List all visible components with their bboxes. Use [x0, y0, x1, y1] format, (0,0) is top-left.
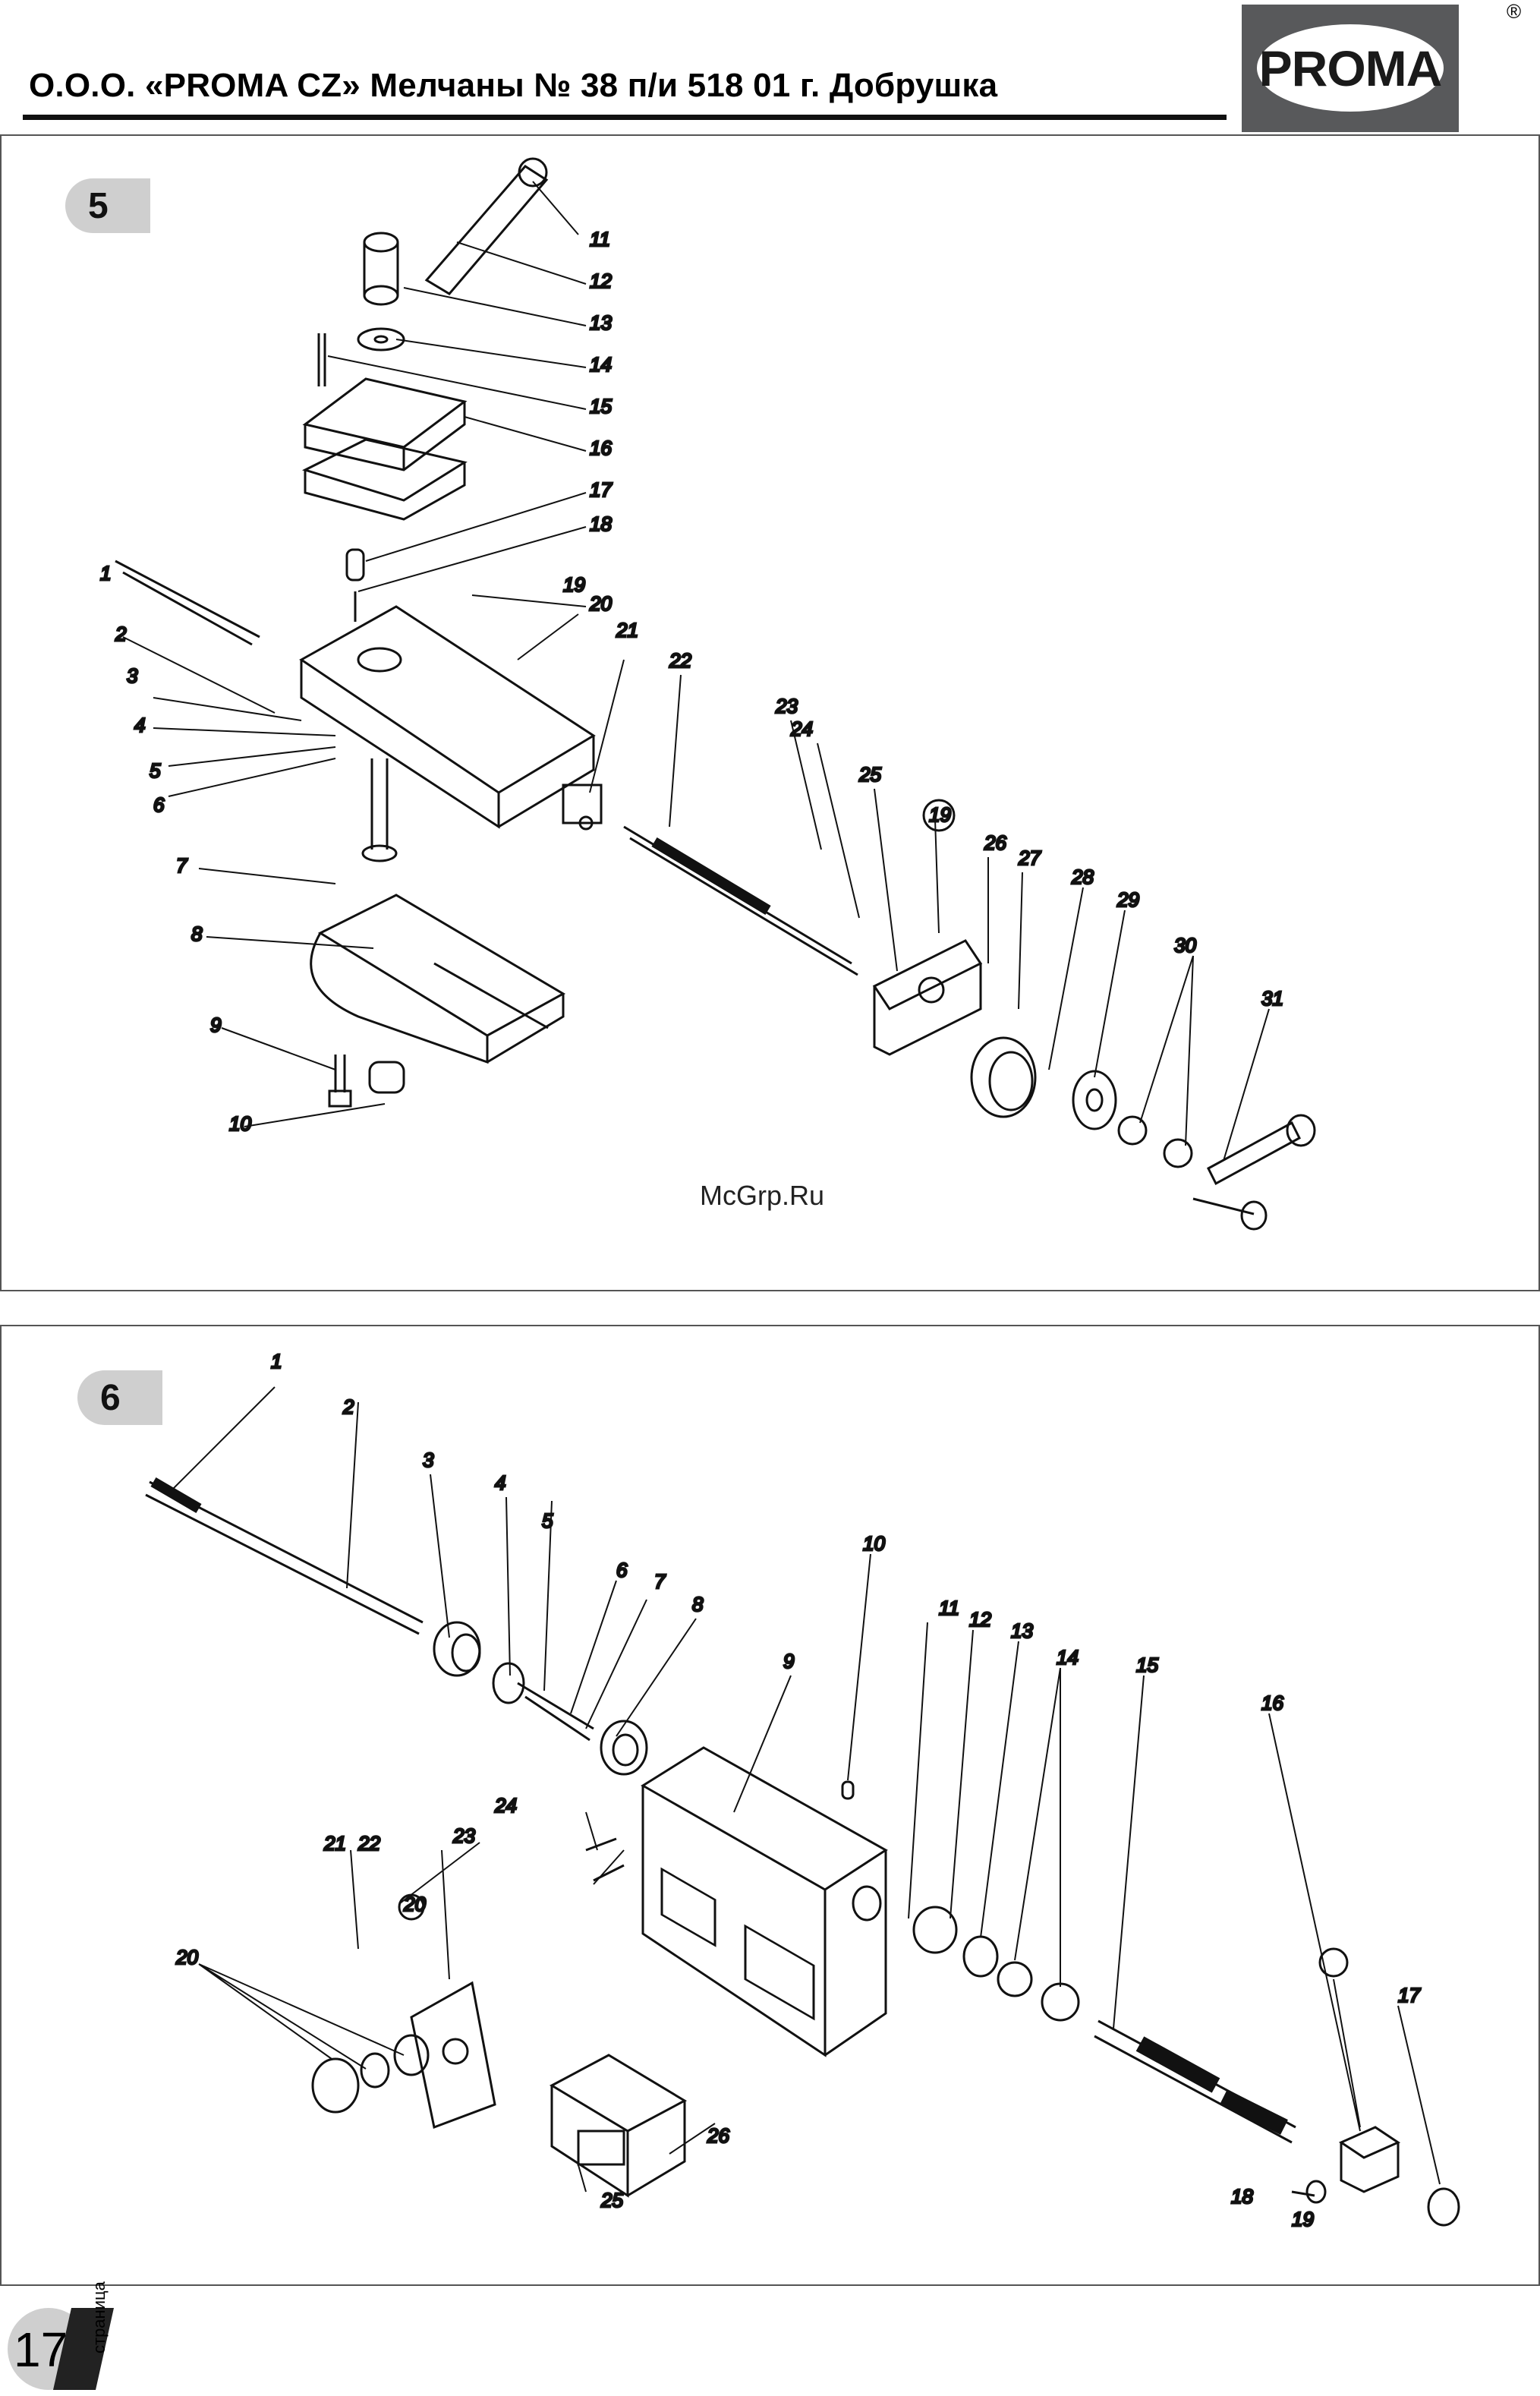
fig5-label-23: 23	[775, 695, 798, 717]
page-word: страница	[90, 2281, 109, 2353]
fig6-label-10: 10	[863, 1532, 885, 1555]
fig6-label-5: 5	[542, 1509, 553, 1532]
figure-6-badge: 6	[77, 1370, 162, 1425]
fig6-label-20a: 20	[175, 1946, 198, 1969]
fig5-label-20: 20	[589, 592, 612, 615]
fig6-label-3: 3	[423, 1449, 434, 1471]
fig5-label-4: 4	[134, 714, 145, 736]
proma-logo: PROMA	[1242, 5, 1459, 132]
fig5-label-8: 8	[191, 922, 203, 945]
fig6-label-2: 2	[342, 1395, 354, 1418]
fig6-label-17: 17	[1398, 1984, 1421, 2007]
figure-5-panel: 11 12 13 14 15 16 17 18 19 20 21 22 23 2…	[0, 134, 1540, 1291]
fig5-label-11: 11	[590, 228, 610, 251]
fig5-label-30: 30	[1174, 934, 1196, 957]
fig6-label-24: 24	[494, 1794, 517, 1817]
fig5-label-10: 10	[229, 1112, 251, 1135]
fig5-label-22: 22	[669, 649, 691, 672]
figure-6-drawing: 1 2 3 4 5 6 7 8 9 10 11 12 13 14 15 16 1…	[2, 1326, 1538, 2284]
fig6-label-19: 19	[1292, 2208, 1314, 2230]
registered-mark: ®	[1507, 0, 1521, 24]
fig5-label-7: 7	[176, 854, 188, 877]
fig5-label-15: 15	[590, 395, 612, 418]
fig5-label-25: 25	[858, 763, 881, 786]
fig5-label-14: 14	[590, 353, 612, 376]
fig6-label-25: 25	[600, 2189, 623, 2212]
fig6-label-18: 18	[1231, 2185, 1253, 2208]
fig6-label-15: 15	[1136, 1654, 1158, 1676]
fig6-label-6: 6	[616, 1559, 628, 1581]
figure-5-drawing: 11 12 13 14 15 16 17 18 19 20 21 22 23 2…	[2, 136, 1538, 1290]
page-number: 17	[14, 2322, 68, 2378]
fig5-label-13: 13	[590, 311, 612, 334]
fig5-label-9: 9	[210, 1014, 221, 1036]
fig5-label-5: 5	[150, 759, 161, 782]
fig6-label-22: 22	[357, 1832, 380, 1855]
fig5-label-17: 17	[590, 478, 613, 501]
logo-text: PROMA	[1259, 39, 1442, 97]
fig5-label-18: 18	[590, 512, 612, 535]
fig5-label-12: 12	[590, 270, 612, 292]
fig5-label-26: 26	[984, 831, 1006, 854]
fig5-label-28: 28	[1071, 865, 1094, 888]
header-rule	[23, 115, 1227, 120]
fig6-label-23: 23	[452, 1824, 475, 1847]
fig6-label-8: 8	[692, 1593, 704, 1616]
fig6-label-21: 21	[323, 1832, 346, 1855]
fig6-label-12: 12	[969, 1608, 991, 1631]
figure-6-panel: 1 2 3 4 5 6 7 8 9 10 11 12 13 14 15 16 1…	[0, 1325, 1540, 2286]
figure-5-badge: 5	[65, 178, 150, 233]
fig6-label-20b: 20	[403, 1893, 426, 1915]
fig5-label-29: 29	[1116, 888, 1139, 911]
fig5-label-21: 21	[616, 619, 638, 642]
fig6-label-16: 16	[1261, 1691, 1283, 1714]
fig6-label-13: 13	[1011, 1619, 1033, 1642]
fig5-label-19b: 19	[929, 803, 951, 826]
logo-oval: PROMA	[1257, 24, 1444, 112]
fig5-label-31: 31	[1261, 987, 1283, 1010]
fig6-label-7: 7	[654, 1570, 666, 1593]
watermark: McGrp.Ru	[700, 1180, 824, 1212]
fig6-label-9: 9	[783, 1650, 794, 1672]
fig5-label-16: 16	[590, 437, 612, 459]
fig6-label-26: 26	[707, 2124, 729, 2147]
fig5-label-2: 2	[115, 623, 127, 645]
fig5-label-19: 19	[563, 573, 585, 596]
fig5-label-3: 3	[127, 664, 138, 687]
fig5-label-1: 1	[100, 562, 111, 585]
fig6-label-4: 4	[495, 1471, 505, 1494]
fig5-label-27: 27	[1018, 846, 1041, 869]
page-number-badge: 17	[8, 2308, 90, 2390]
header-title: О.О.О. «PROMA CZ» Мелчаны № 38 п/и 518 0…	[29, 67, 997, 105]
fig6-label-1: 1	[271, 1350, 282, 1373]
fig6-label-14: 14	[1057, 1646, 1079, 1669]
fig6-label-11: 11	[939, 1597, 959, 1619]
fig5-label-6: 6	[153, 793, 165, 816]
fig5-label-24: 24	[790, 717, 813, 740]
